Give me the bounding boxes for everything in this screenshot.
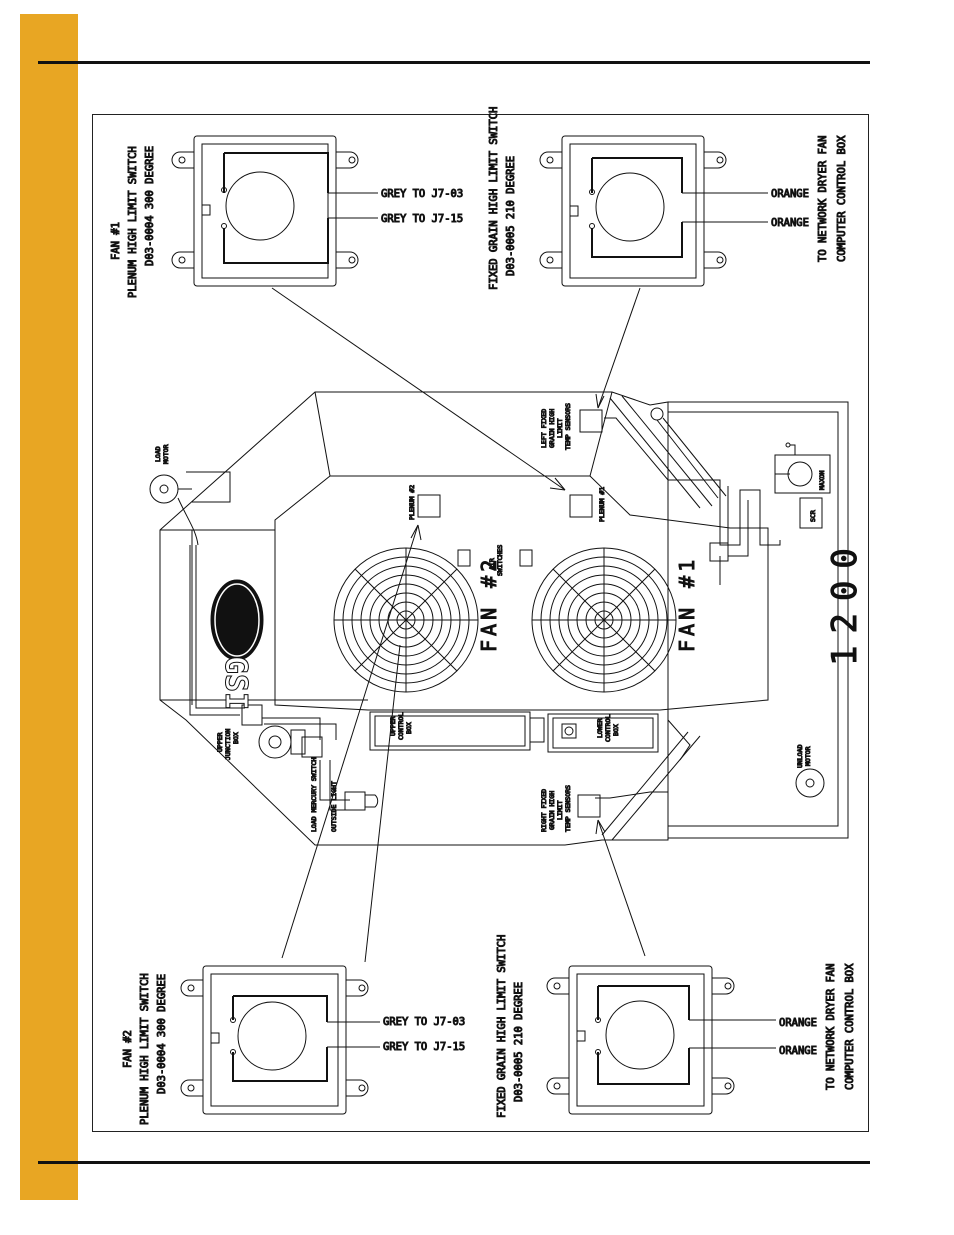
left-grain-note-1: TO NETWORK DRYER FAN [817, 136, 829, 262]
lower-control-label-2: CONTROL [604, 715, 612, 742]
fan-1-grill [531, 547, 677, 693]
model-number: 1200 [825, 536, 865, 666]
fan1-title-3: D03-0004 300 DEGREE [144, 146, 156, 266]
left-sensor-label-1: LEFT FIXED [540, 409, 548, 448]
maxon-label: MAXON [818, 470, 826, 490]
diagram-frame [92, 114, 869, 1132]
fan2-title-2: PLENUM HIGH LIMIT SWITCH [139, 973, 151, 1125]
right-grain-title-2: D03-0005 210 DEGREE [513, 982, 525, 1102]
leader-lines [271, 287, 646, 963]
fan-2-grill [333, 547, 479, 693]
plenum-2-label: PLENUM #2 [408, 485, 416, 520]
lower-control-label-3: BOX [612, 724, 620, 736]
air-switches-label-1: AIR [488, 558, 496, 570]
left-grain-title-1: FIXED GRAIN HIGH LIMIT SWITCH [488, 107, 500, 290]
fan1-plenum-switch [171, 135, 378, 287]
upper-junction-label-1: UPPER [216, 732, 224, 752]
fan1-wire-2: GREY TO J7-15 [381, 213, 463, 225]
left-sensor-label-4: TEMP SENSORS [564, 403, 572, 450]
fan2-plenum-switch [180, 965, 380, 1115]
unload-motor-label-2: MOTOR [804, 746, 812, 766]
gsi-logo [210, 579, 264, 661]
right-sensor-label-4: TEMP SENSORS [564, 785, 572, 832]
scr-label: SCR [809, 510, 817, 522]
unload-motor-label-1: UNLOAD [796, 744, 804, 768]
lower-control-label-1: LOWER [596, 718, 604, 738]
upper-control-label-1: UPPER [389, 716, 397, 736]
right-grain-title-1: FIXED GRAIN HIGH LIMIT SWITCH [496, 935, 508, 1118]
plenum-1-label: PLENUM #1 [598, 487, 606, 522]
right-sensor-label-2: GRAIN HIGH [548, 791, 556, 830]
upper-junction-label-3: BOX [232, 732, 240, 744]
right-grain-wire-2: ORANGE [779, 1045, 817, 1057]
left-grain-title-2: D03-0005 210 DEGREE [505, 156, 517, 276]
fan-1-label: FAN #1 [675, 556, 699, 652]
right-grain-wire-1: ORANGE [779, 1017, 817, 1029]
fan2-wire-2: GREY TO J7-15 [383, 1041, 465, 1053]
load-mercury-switch-label: LOAD MERCURY SWITCH [310, 758, 318, 832]
upper-control-label-2: CONTROL [397, 713, 405, 740]
fan-2-label: FAN #2 [477, 556, 501, 652]
right-grain-note-1: TO NETWORK DRYER FAN [825, 964, 837, 1090]
upper-junction-label-2: JUNCTION [224, 729, 232, 760]
fan1-title-1: FAN #1 [110, 222, 122, 260]
upper-control-label-3: BOX [405, 722, 413, 734]
left-grain-wire-1: ORANGE [771, 188, 809, 200]
gsi-logo-text: GSI [218, 656, 253, 710]
fan2-title-1: FAN #2 [122, 1030, 134, 1068]
right-fixed-grain-switch [546, 965, 776, 1115]
right-grain-note-2: COMPUTER CONTROL BOX [844, 963, 856, 1090]
left-grain-wire-2: ORANGE [771, 217, 809, 229]
header-rule [38, 61, 870, 64]
right-sensor-label-3: LIMIT [556, 800, 564, 820]
outside-light-label: OUTSIDE LIGHT [330, 781, 338, 832]
fan1-title-2: PLENUM HIGH LIMIT SWITCH [127, 146, 139, 298]
left-sensor-label-2: GRAIN HIGH [548, 409, 556, 448]
side-tab [20, 14, 78, 1200]
air-switches-label-2: SWITCHES [496, 545, 504, 576]
load-motor-label-1: LOAD [154, 446, 162, 462]
right-sensor-label-1: RIGHT FIXED [540, 789, 548, 832]
left-sensor-label-3: LIMIT [556, 418, 564, 438]
fan2-title-3: D03-0004 300 DEGREE [156, 974, 168, 1094]
left-fixed-grain-switch [539, 135, 768, 287]
load-motor-label-2: MOTOR [162, 444, 170, 464]
fan2-wire-1: GREY TO J7-03 [383, 1016, 465, 1028]
footer-rule [38, 1161, 870, 1164]
fan1-wire-1: GREY TO J7-03 [381, 188, 463, 200]
left-grain-note-2: COMPUTER CONTROL BOX [836, 135, 848, 262]
dryer-body [149, 391, 849, 846]
